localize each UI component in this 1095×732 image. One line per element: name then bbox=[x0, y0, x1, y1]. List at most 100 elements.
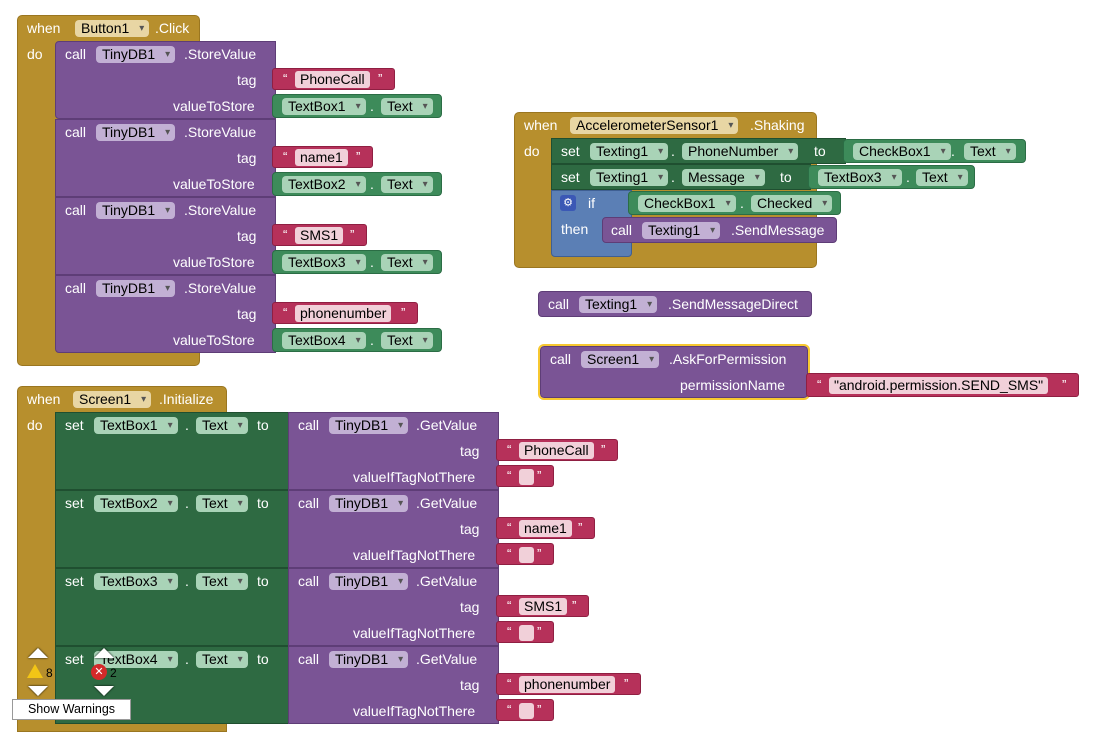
component-dropdown[interactable]: TinyDB1 bbox=[96, 124, 176, 141]
tinydb-getvalue-block[interactable]: call TinyDB1 .GetValue tag valueIfTagNot… bbox=[288, 568, 499, 646]
component-dropdown[interactable]: TinyDB1 bbox=[96, 46, 176, 63]
component-dropdown[interactable]: TextBox3 bbox=[282, 254, 366, 271]
property-dropdown[interactable]: Text bbox=[916, 169, 968, 186]
set-message-block[interactable]: set Texting1 . Message to bbox=[551, 164, 811, 190]
next-error-arrow-icon[interactable] bbox=[94, 686, 114, 696]
component-dropdown[interactable]: CheckBox1 bbox=[853, 143, 951, 160]
text-value[interactable]: PhoneCall bbox=[295, 71, 370, 88]
component-dropdown[interactable]: AccelerometerSensor1 bbox=[570, 117, 739, 134]
text-value[interactable]: SMS1 bbox=[295, 227, 344, 244]
tinydb-getvalue-block[interactable]: call TinyDB1 .GetValue tag valueIfTagNot… bbox=[288, 646, 499, 724]
component-dropdown[interactable]: TextBox4 bbox=[94, 651, 178, 668]
empty-text-value[interactable] bbox=[519, 703, 534, 719]
component-dropdown[interactable]: TextBox4 bbox=[282, 332, 366, 349]
gear-icon[interactable]: ⚙ bbox=[560, 195, 576, 211]
component-dropdown[interactable]: Screen1 bbox=[73, 391, 152, 408]
component-dropdown[interactable]: Texting1 bbox=[642, 222, 721, 239]
property-dropdown[interactable]: Text bbox=[381, 98, 433, 115]
text-string-block[interactable]: “ SMS1 ” bbox=[272, 224, 367, 246]
text-value[interactable]: phonenumber bbox=[295, 305, 392, 322]
component-dropdown[interactable]: TextBox3 bbox=[94, 573, 178, 590]
next-warning-arrow-icon[interactable] bbox=[28, 686, 48, 696]
component-property-getter[interactable]: CheckBox1 . Text bbox=[843, 139, 1026, 163]
property-dropdown[interactable]: Text bbox=[381, 332, 433, 349]
set-property-block[interactable]: set TextBox3 . Text to bbox=[55, 568, 290, 646]
component-dropdown[interactable]: TextBox2 bbox=[94, 495, 178, 512]
text-value[interactable]: SMS1 bbox=[519, 598, 568, 615]
default-label: valueIfTagNotThere bbox=[353, 703, 476, 719]
component-dropdown[interactable]: TinyDB1 bbox=[96, 280, 176, 297]
component-dropdown[interactable]: Texting1 bbox=[579, 296, 658, 313]
property-dropdown[interactable]: Text bbox=[964, 143, 1016, 160]
text-value[interactable]: PhoneCall bbox=[519, 442, 594, 459]
tinydb-storevalue-block[interactable]: call TinyDB1 .StoreValue tag valueToStor… bbox=[55, 41, 276, 119]
empty-text-block[interactable]: “ ” bbox=[496, 621, 554, 643]
tinydb-storevalue-block[interactable]: call TinyDB1 .StoreValue tag valueToStor… bbox=[55, 197, 276, 275]
text-string-block[interactable]: “ name1 ” bbox=[496, 517, 595, 539]
do-label: do bbox=[524, 143, 540, 159]
set-property-block[interactable]: set TextBox2 . Text to bbox=[55, 490, 290, 568]
call-label: call bbox=[611, 222, 633, 238]
property-dropdown[interactable]: PhoneNumber bbox=[682, 143, 799, 160]
empty-text-value[interactable] bbox=[519, 625, 534, 641]
property-dropdown[interactable]: Text bbox=[381, 176, 433, 193]
property-dropdown[interactable]: Text bbox=[196, 573, 248, 590]
component-dropdown[interactable]: TinyDB1 bbox=[329, 651, 409, 668]
component-dropdown[interactable]: TextBox1 bbox=[94, 417, 178, 434]
property-dropdown[interactable]: Text bbox=[196, 417, 248, 434]
component-dropdown[interactable]: TinyDB1 bbox=[329, 495, 409, 512]
empty-text-block[interactable]: “ ” bbox=[496, 699, 554, 721]
property-dropdown[interactable]: Text bbox=[196, 495, 248, 512]
text-string-block[interactable]: “ SMS1 ” bbox=[496, 595, 589, 617]
component-dropdown[interactable]: TinyDB1 bbox=[329, 573, 409, 590]
property-dropdown[interactable]: Checked bbox=[751, 195, 833, 212]
component-property-getter[interactable]: TextBox1 . Text bbox=[272, 94, 442, 118]
property-dropdown[interactable]: Text bbox=[381, 254, 433, 271]
empty-text-block[interactable]: “ ” bbox=[496, 543, 554, 565]
property-dropdown[interactable]: Message bbox=[682, 169, 765, 186]
empty-text-block[interactable]: “ ” bbox=[496, 465, 554, 487]
empty-text-value[interactable] bbox=[519, 547, 534, 563]
tinydb-getvalue-block[interactable]: call TinyDB1 .GetValue tag valueIfTagNot… bbox=[288, 412, 499, 490]
component-property-getter[interactable]: TextBox4 . Text bbox=[272, 328, 442, 352]
component-dropdown[interactable]: TinyDB1 bbox=[96, 202, 176, 219]
component-property-getter[interactable]: TextBox2 . Text bbox=[272, 172, 442, 196]
component-dropdown[interactable]: Texting1 bbox=[590, 169, 669, 186]
set-phonenumber-block[interactable]: set Texting1 . PhoneNumber to bbox=[551, 138, 846, 164]
show-warnings-button[interactable]: Show Warnings bbox=[12, 699, 131, 720]
text-string-block[interactable]: “ phonenumber ” bbox=[496, 673, 641, 695]
text-value[interactable]: phonenumber bbox=[519, 676, 616, 693]
component-property-getter[interactable]: TextBox3 . Text bbox=[272, 250, 442, 274]
tinydb-storevalue-block[interactable]: call TinyDB1 .StoreValue tag valueToStor… bbox=[55, 275, 276, 353]
previous-warning-arrow-icon[interactable] bbox=[28, 648, 48, 658]
value-label: valueToStore bbox=[173, 176, 255, 192]
set-property-block[interactable]: set TextBox1 . Text to bbox=[55, 412, 290, 490]
text-value[interactable]: name1 bbox=[519, 520, 572, 537]
component-dropdown[interactable]: Texting1 bbox=[590, 143, 669, 160]
texting-sendmessagedirect-block[interactable]: call Texting1 .SendMessageDirect bbox=[538, 291, 812, 317]
tinydb-getvalue-block[interactable]: call TinyDB1 .GetValue tag valueIfTagNot… bbox=[288, 490, 499, 568]
empty-text-value[interactable] bbox=[519, 469, 534, 485]
component-dropdown[interactable]: TextBox1 bbox=[282, 98, 366, 115]
text-string-block[interactable]: “ PhoneCall ” bbox=[272, 68, 395, 90]
text-value[interactable]: "android.permission.SEND_SMS" bbox=[829, 377, 1049, 394]
permission-string-block[interactable]: “ "android.permission.SEND_SMS" ” bbox=[806, 373, 1079, 397]
component-dropdown[interactable]: Button1 bbox=[75, 20, 150, 37]
previous-error-arrow-icon[interactable] bbox=[94, 648, 114, 658]
tinydb-storevalue-block[interactable]: call TinyDB1 .StoreValue tag valueToStor… bbox=[55, 119, 276, 197]
text-string-block[interactable]: “ phonenumber ” bbox=[272, 302, 418, 324]
component-property-getter[interactable]: TextBox3 . Text bbox=[808, 165, 975, 189]
checkbox-checked-getter[interactable]: CheckBox1 . Checked bbox=[628, 191, 841, 215]
component-dropdown[interactable]: TinyDB1 bbox=[329, 417, 409, 434]
component-dropdown[interactable]: Screen1 bbox=[581, 351, 660, 368]
text-string-block[interactable]: “ PhoneCall ” bbox=[496, 439, 618, 461]
text-value[interactable]: name1 bbox=[295, 149, 348, 166]
ask-for-permission-block[interactable]: call Screen1 .AskForPermission permissio… bbox=[538, 344, 810, 400]
texting-sendmessage-block[interactable]: call Texting1 .SendMessage bbox=[602, 217, 837, 243]
property-dropdown[interactable]: Text bbox=[196, 651, 248, 668]
text-string-block[interactable]: “ name1 ” bbox=[272, 146, 373, 168]
component-dropdown[interactable]: TextBox3 bbox=[818, 169, 902, 186]
component-dropdown[interactable]: CheckBox1 bbox=[638, 195, 736, 212]
component-dropdown[interactable]: TextBox2 bbox=[282, 176, 366, 193]
set-label: set bbox=[65, 495, 84, 511]
